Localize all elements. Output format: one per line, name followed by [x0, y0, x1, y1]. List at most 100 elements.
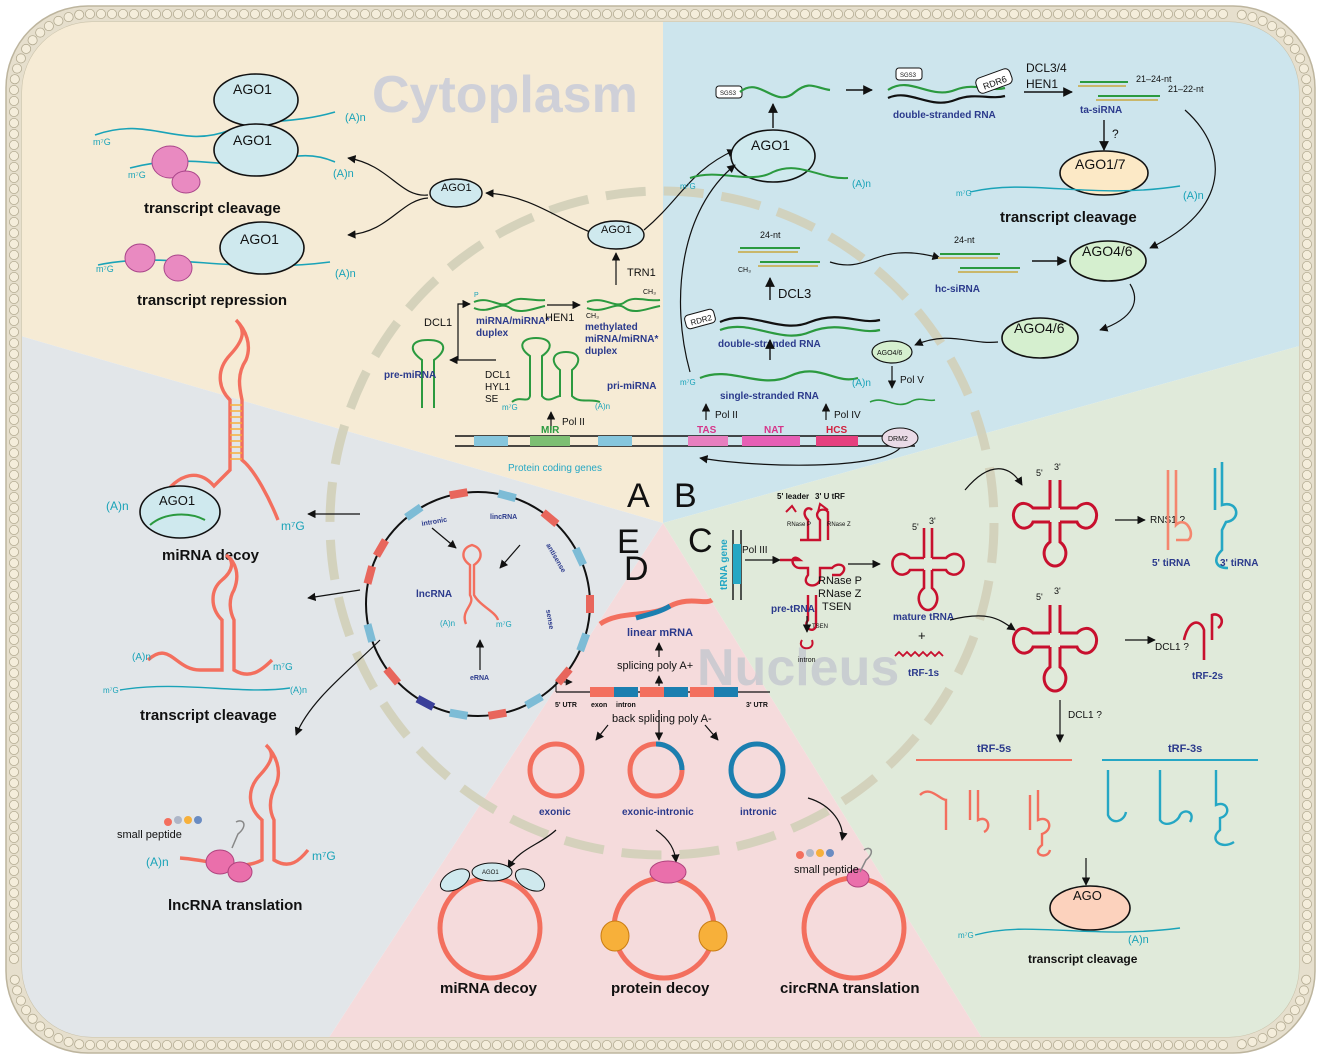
- membrane-bead: [723, 1040, 734, 1051]
- methylated-duplex-label: duplex: [585, 346, 618, 357]
- cap-label: m⁷G: [956, 189, 972, 198]
- membrane-bead: [1302, 96, 1313, 107]
- membrane-bead: [27, 1013, 38, 1024]
- polya-label: (A)n: [1128, 934, 1149, 946]
- membrane-bead: [1064, 1040, 1075, 1051]
- membrane-bead: [1301, 74, 1312, 85]
- membrane-bead: [921, 8, 932, 19]
- membrane-bead: [690, 8, 701, 19]
- panel-a: AGO1 m⁷G (A)n AGO1 m⁷G (A)n transcript c…: [93, 73, 915, 474]
- membrane-bead: [96, 1040, 107, 1051]
- polya-label: (A)n: [1183, 190, 1204, 202]
- membrane-bead: [1295, 995, 1306, 1006]
- ribosome: [227, 861, 253, 883]
- membrane-bead: [1289, 43, 1300, 54]
- arrow: [507, 829, 557, 869]
- duplex-label: duplex: [476, 328, 509, 339]
- protein-decoy-label: protein decoy: [611, 980, 710, 997]
- membrane-bead: [1302, 403, 1313, 414]
- membrane-bead: [12, 63, 23, 74]
- locus-gene-block: [554, 666, 573, 686]
- membrane-bead: [107, 1040, 118, 1051]
- membrane-bead: [734, 8, 745, 19]
- membrane-bead: [8, 414, 19, 425]
- membrane-bead: [8, 348, 19, 359]
- membrane-bead: [370, 1040, 381, 1051]
- membrane-bead: [1302, 150, 1313, 161]
- membrane-bead: [43, 1027, 54, 1038]
- membrane-bead: [63, 1036, 74, 1047]
- tirna3-fragment: [1213, 462, 1238, 570]
- membrane-bead: [348, 1040, 359, 1051]
- membrane-bead: [337, 1040, 348, 1051]
- membrane-bead: [392, 1040, 403, 1051]
- membrane-bead: [315, 1040, 326, 1051]
- membrane-bead: [756, 1040, 767, 1051]
- sgs3-protein: [895, 67, 923, 81]
- rdr2-protein: [684, 308, 716, 330]
- membrane-bead: [1295, 53, 1306, 64]
- ago1-label: AGO1: [233, 132, 272, 148]
- membrane-bead: [1302, 789, 1313, 800]
- pre-trna-label: pre-tRNA: [771, 604, 815, 615]
- membrane-bead: [558, 8, 569, 19]
- length-label: 21–24-nt: [1136, 74, 1172, 84]
- tss-arrow: [555, 678, 573, 692]
- membrane-bead: [8, 833, 19, 844]
- leader-fragment: [785, 504, 797, 513]
- membrane-bead: [8, 172, 19, 183]
- membrane-bead: [954, 1040, 965, 1051]
- membrane-bead: [1064, 8, 1075, 19]
- membrane-bead: [8, 866, 19, 877]
- membrane-bead: [866, 1040, 877, 1051]
- membrane-bead: [1302, 580, 1313, 591]
- ago17-complex: [1059, 150, 1149, 196]
- membrane-bead: [1302, 282, 1313, 293]
- mir-gene: [530, 436, 570, 446]
- protein-blob: [649, 860, 687, 884]
- membrane-bead: [1097, 1040, 1108, 1051]
- membrane-bead: [1302, 514, 1313, 525]
- membrane-bead: [1053, 1040, 1064, 1051]
- membrane-bead: [1302, 183, 1313, 194]
- membrane-bead: [447, 8, 458, 19]
- ribosome: [124, 243, 156, 273]
- membrane-bead: [1302, 679, 1313, 690]
- trf3s-label: tRF-3s: [1168, 743, 1202, 755]
- membrane-bead: [1302, 701, 1313, 712]
- membrane-bead: [602, 8, 613, 19]
- membrane-bead: [161, 1040, 172, 1051]
- trf5-fragment: [968, 790, 990, 834]
- membrane-bead: [8, 646, 19, 657]
- arrow: [704, 724, 719, 741]
- dcl3-label: DCL3: [778, 286, 811, 301]
- membrane-bead: [436, 1040, 447, 1051]
- cap-label: m⁷G: [93, 137, 111, 147]
- ssrna: [869, 398, 936, 406]
- processing-label: RNase Z: [818, 588, 862, 600]
- membrane-bead: [811, 8, 822, 19]
- ta-sirna-label: ta-siRNA: [1080, 105, 1122, 116]
- membrane-bead: [205, 8, 216, 19]
- locus-gene-block: [487, 708, 507, 720]
- dsrna: [719, 316, 881, 327]
- membrane-bead: [1302, 943, 1313, 954]
- membrane-bead: [8, 701, 19, 712]
- transcript-cleavage-label: transcript cleavage: [1000, 209, 1137, 226]
- transcript-repression-label: transcript repression: [137, 292, 287, 309]
- mirna-duplex: [473, 297, 546, 306]
- ago1-complex: [219, 221, 305, 275]
- membrane-bead: [1130, 1040, 1141, 1051]
- transcript-line: [969, 185, 1181, 193]
- nuclear-envelope: [325, 186, 999, 860]
- length-label: 24-nt: [954, 235, 975, 245]
- membrane-bead: [1302, 348, 1313, 359]
- locus-gene-block: [404, 503, 424, 521]
- locus-gene-block: [586, 595, 594, 613]
- membrane-bead: [822, 1040, 833, 1051]
- locus-gene-block: [363, 565, 376, 585]
- membrane-bead: [1302, 85, 1313, 96]
- membrane-bead: [63, 12, 74, 23]
- membrane-bead: [855, 1040, 866, 1051]
- cap-label: m⁷G: [502, 403, 518, 412]
